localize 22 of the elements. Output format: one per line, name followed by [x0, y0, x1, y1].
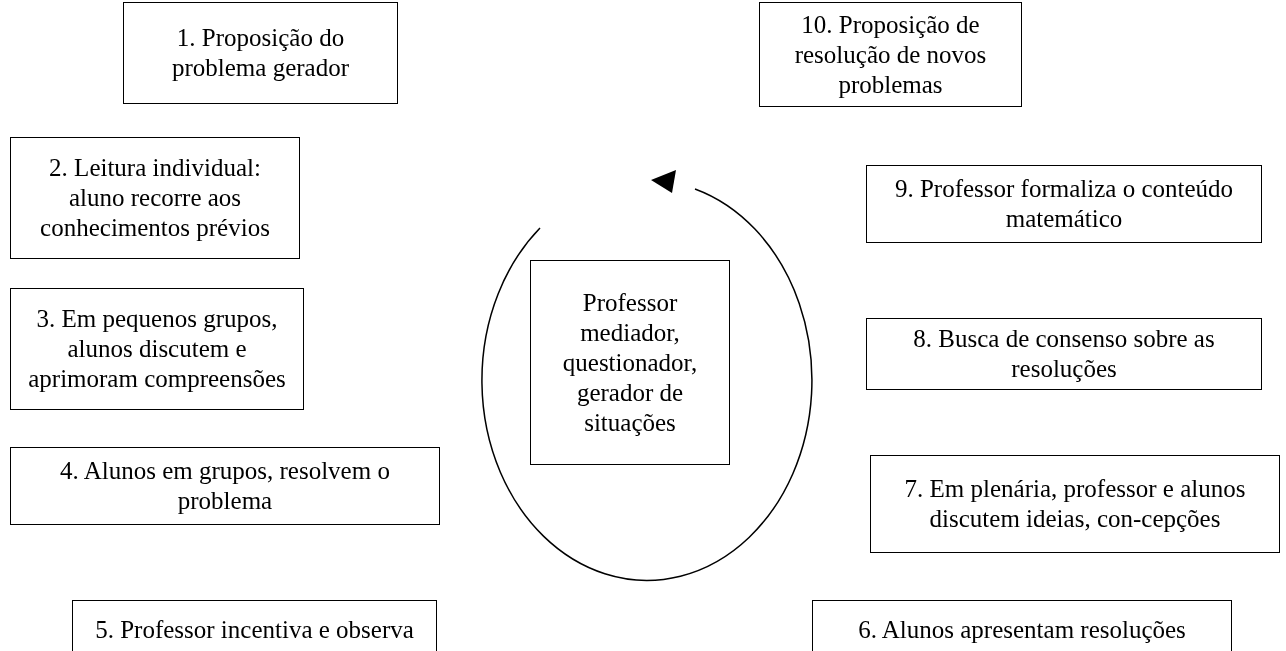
step-text: 7. Em plenária, professor e alunos discutem ideias, con-cepções: [903, 474, 1247, 534]
step-box: [866, 318, 1262, 390]
step-text: 1. Proposição do problema gerador: [171, 23, 350, 83]
center-role-box: [530, 260, 730, 465]
step-text: 9. Professor formaliza o conteúdo matemático: [893, 174, 1235, 234]
step-text: 8. Busca de consenso sobre as resoluções: [912, 324, 1216, 384]
role-text: Professor mediador, questionador, gerador de situações: [561, 287, 699, 438]
step-box: [866, 165, 1262, 243]
step-box: [72, 600, 437, 651]
step-box: [759, 2, 1022, 107]
step-box: [870, 455, 1280, 553]
step-text: 10. Proposição de resolução de novos problemas: [793, 9, 988, 100]
step-text: 3. Em pequenos grupos, alunos discutem e aprimoram compreensões: [27, 304, 287, 394]
step-text: 2. Leitura individual: aluno recorre aos conhecimentos prévios: [39, 153, 271, 243]
step-box: [10, 137, 300, 259]
step-box: [123, 2, 398, 104]
step-text: 5. Professor incentiva e observa: [95, 615, 414, 645]
step-box: [10, 447, 440, 525]
step-text: 6. Alunos apresentam resoluções: [858, 615, 1186, 645]
step-box: [812, 600, 1232, 651]
step-text: 4. Alunos em grupos, resolvem o problema: [59, 456, 391, 516]
step-box: [10, 288, 304, 410]
